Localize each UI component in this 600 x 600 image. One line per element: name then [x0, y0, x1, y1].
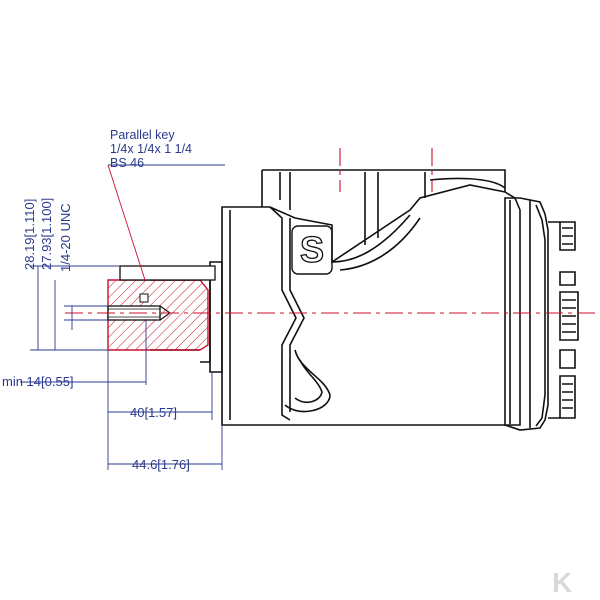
parallel-key-note: Parallel key 1/4x 1/4x 1 1/4 BS 46	[110, 128, 192, 170]
dim-flange-to-end: 44.6[1.76]	[132, 457, 190, 472]
key-note-line-3: BS 46	[110, 156, 144, 170]
key-note-line-2: 1/4x 1/4x 1 1/4	[110, 142, 192, 156]
dimension-lines	[20, 164, 225, 470]
key-note-line-1: Parallel key	[110, 128, 175, 142]
shaft-section	[107, 265, 216, 351]
brand-logo-letter: S	[300, 229, 324, 270]
motor-body	[150, 169, 579, 431]
centerline	[65, 148, 595, 314]
brand-logo: S	[291, 225, 333, 275]
dim-height-inner: 27.93[1.100]	[39, 198, 54, 270]
dim-height-outer: 28.19[1.110]	[22, 199, 37, 270]
watermark-logo: K	[552, 567, 572, 598]
dim-shaft-length: 40[1.57]	[130, 405, 177, 420]
dim-thread: 1/4-20 UNC	[58, 203, 73, 272]
dim-min-depth: min 14[0.55]	[2, 374, 74, 389]
